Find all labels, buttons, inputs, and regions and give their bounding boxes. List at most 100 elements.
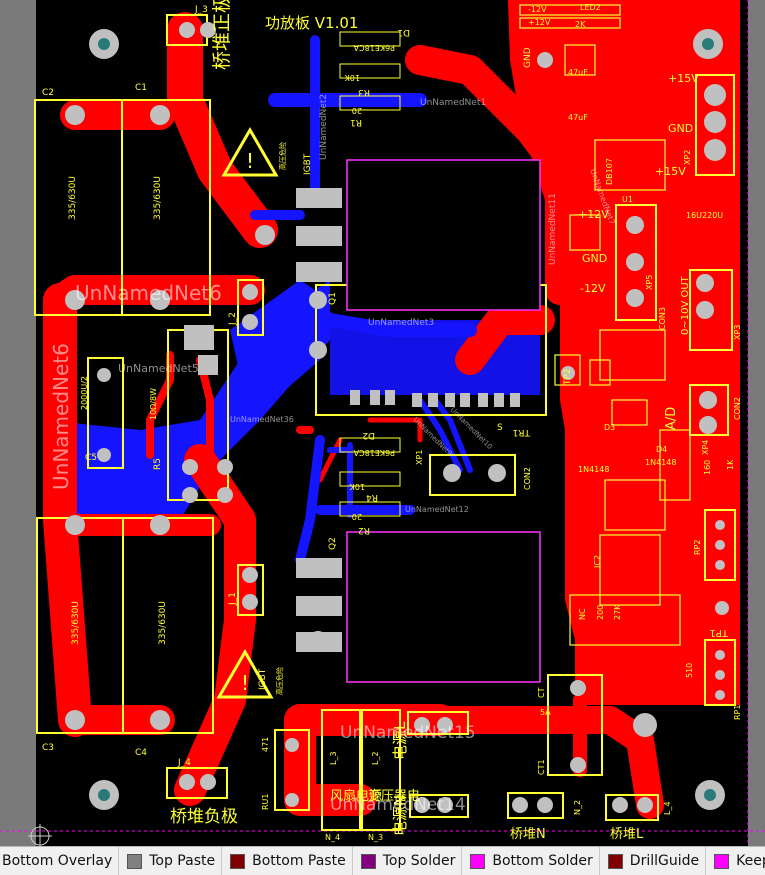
designator-j2: J_2 bbox=[228, 312, 238, 326]
label-p12v-top: +12V bbox=[528, 18, 551, 27]
designator-n4: N_4 bbox=[325, 833, 340, 842]
smd-outlines bbox=[519, 4, 691, 646]
designator-con3: CON3 bbox=[658, 307, 667, 330]
layer-tab-bottom-paste[interactable]: Bottom Paste bbox=[222, 847, 353, 875]
j4-outline bbox=[166, 767, 228, 799]
layer-tab-bottom-overlay[interactable]: Bottom Overlay bbox=[0, 847, 120, 875]
warning-icon: ! bbox=[221, 127, 279, 177]
pcb-board-canvas[interactable]: ! ! bbox=[0, 0, 765, 846]
origin-marker-icon bbox=[28, 824, 52, 846]
l2-connector-outline bbox=[407, 711, 469, 735]
value-r27k: 27K bbox=[613, 604, 622, 620]
designator-d4: D4 bbox=[656, 445, 667, 454]
label-hv-warning-top: 高压危险 bbox=[278, 142, 287, 170]
designator-l2: L_2 bbox=[371, 751, 380, 765]
net-label: UnNamedNet11 bbox=[548, 193, 558, 265]
th-pads bbox=[65, 22, 729, 813]
designator-db107: DB107 bbox=[605, 158, 614, 185]
ct1-outline bbox=[547, 674, 603, 776]
value-r510: 510 bbox=[685, 663, 694, 678]
j1-outline bbox=[237, 564, 264, 616]
designator-r4: R4 bbox=[366, 492, 378, 502]
designator-r1: R1 bbox=[350, 117, 362, 127]
bottom-copper-pour bbox=[45, 280, 330, 520]
designator-q1: Q1 bbox=[328, 292, 338, 305]
label-m12v-mid: -12V bbox=[580, 282, 606, 295]
designator-c4: C4 bbox=[135, 748, 147, 758]
designator-j3: J_3 bbox=[194, 5, 208, 15]
value-r200: 200 bbox=[596, 605, 605, 620]
layer-tab-label: KeepOutLayer bbox=[736, 853, 765, 869]
designator-l3: L_3 bbox=[329, 751, 338, 765]
layer-color-swatch bbox=[360, 853, 376, 869]
layer-tab-label: Top Paste bbox=[149, 853, 216, 869]
xp4-outline bbox=[689, 384, 729, 436]
c1-outline bbox=[121, 99, 211, 316]
layer-tab-keepout[interactable]: KeepOutLayer bbox=[706, 847, 765, 875]
cap-value-c3: 335/630U bbox=[71, 601, 81, 645]
designator-l4: L_4 bbox=[663, 801, 672, 815]
svg-text:!: ! bbox=[241, 671, 249, 695]
value-r4: 10K bbox=[349, 482, 365, 491]
label-mains-n: 电源N bbox=[391, 795, 409, 836]
j2-outline bbox=[237, 279, 264, 336]
designator-u1: U1 bbox=[622, 195, 633, 204]
label-gnd-top: GND bbox=[523, 47, 533, 68]
designator-d2: D2 bbox=[362, 430, 375, 440]
net-label: UnNamedNet6 bbox=[49, 343, 73, 490]
igbt-leads bbox=[184, 188, 520, 652]
xp3-outline bbox=[689, 269, 733, 351]
layer-tab-bottom-solder[interactable]: Bottom Solder bbox=[462, 847, 600, 875]
value-nc: NC bbox=[578, 608, 587, 620]
net-label: UnNamedNet12 bbox=[405, 505, 469, 514]
label-ct: CT bbox=[537, 687, 546, 698]
svg-text:!: ! bbox=[246, 149, 254, 173]
warning-icon: ! bbox=[216, 649, 274, 699]
label-bridge-n: 桥堆N bbox=[510, 827, 546, 842]
designator-q2: Q2 bbox=[328, 537, 338, 550]
layer-tab-label: Bottom Paste bbox=[252, 853, 346, 869]
c4-outline bbox=[122, 517, 214, 734]
label-out-range: 0~10V OUT bbox=[680, 275, 691, 335]
layer-tab-drillguide[interactable]: DrillGuide bbox=[600, 847, 707, 875]
igbt-q2-body bbox=[346, 531, 541, 683]
l3-outline bbox=[321, 709, 361, 831]
designator-con2: CON2 bbox=[523, 467, 532, 490]
label-tr-s: S bbox=[497, 423, 503, 433]
value-d3: 1N4148 bbox=[578, 465, 609, 474]
designator-xp2: XP2 bbox=[683, 150, 692, 165]
bottom-copper-blob bbox=[230, 280, 330, 420]
layer-tab-label: Bottom Overlay bbox=[2, 853, 113, 869]
designator-ic2: IC2 bbox=[593, 555, 602, 568]
igbt-q1-body bbox=[346, 159, 541, 311]
designator-ld2: LED2 bbox=[580, 3, 601, 12]
layer-color-swatch bbox=[470, 853, 486, 869]
cap-value-c5: 2000U/2 bbox=[80, 376, 89, 410]
value-16u220u: 16U220U bbox=[686, 211, 723, 220]
designator-rp1: RP1 bbox=[733, 705, 742, 720]
n2-outline bbox=[507, 792, 564, 819]
cap-value-c1: 335/630U bbox=[153, 176, 163, 220]
designator-rp2: RP2 bbox=[693, 540, 702, 555]
label-p15v-a: +15V bbox=[668, 72, 699, 85]
designator-r5: R5 bbox=[153, 458, 163, 470]
layer-color-swatch bbox=[230, 853, 246, 869]
rp1-outline bbox=[704, 639, 736, 706]
designator-r3: R3 bbox=[358, 87, 370, 97]
designator-tp1: TP1 bbox=[709, 627, 729, 638]
layer-tab-label: DrillGuide bbox=[629, 853, 700, 869]
net-label: UnNamedNet36 bbox=[230, 415, 294, 424]
pcb-board-viewport[interactable]: ! ! bbox=[0, 0, 765, 846]
mounting-hole-centers bbox=[98, 38, 716, 801]
layer-tab-top-paste[interactable]: Top Paste bbox=[119, 847, 223, 875]
label-ad: A/D bbox=[664, 407, 679, 430]
designator-n3: N_3 bbox=[368, 833, 383, 842]
layer-tab-top-solder[interactable]: Top Solder bbox=[353, 847, 463, 875]
n3-outline bbox=[409, 794, 469, 818]
designator-xp3: XP3 bbox=[733, 325, 742, 340]
layer-tab-label: Bottom Solder bbox=[492, 853, 593, 869]
label-igbt-q2: IGBT bbox=[258, 668, 268, 690]
label-bridge-l: 桥堆L bbox=[610, 827, 644, 842]
label-gnd-xp2: GND bbox=[668, 122, 693, 135]
designator-ru1: RU1 bbox=[261, 793, 270, 810]
